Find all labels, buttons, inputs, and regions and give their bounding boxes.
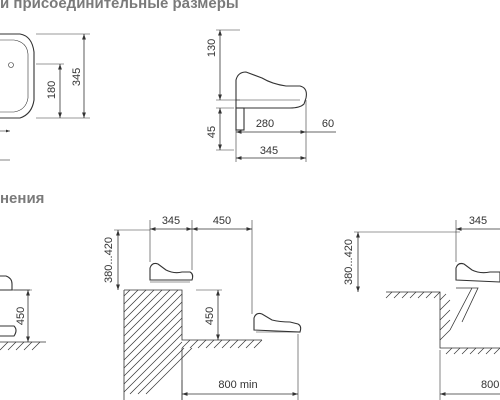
dimension-seat-label: 345	[469, 215, 487, 227]
section-heading-installation: нения	[0, 190, 45, 207]
dimension-range-label: 380...420	[343, 239, 355, 285]
dimension-depth-label: 345	[260, 145, 278, 157]
mounting-hole-icon	[8, 62, 14, 68]
install-middle	[114, 220, 302, 400]
dimension-height-label: 130	[206, 39, 218, 57]
section-heading-dimensions: и присоединительные размеры	[0, 0, 239, 12]
dimension-range-label: 380...420	[103, 237, 115, 283]
dimension-step-label: 450	[15, 307, 27, 325]
dimension-gap-label: 450	[213, 215, 231, 227]
dimension-height-label: 450	[204, 307, 216, 325]
dimension-spacing-label: 800	[481, 379, 499, 391]
dimension-seat-label: 280	[256, 118, 274, 130]
seat-lower	[253, 312, 302, 333]
support-bracket	[449, 287, 479, 331]
plan-view	[0, 33, 90, 161]
install-left	[0, 275, 46, 351]
dimension-center-label: 180	[46, 81, 58, 99]
dimension-spacing-label: 800 min	[218, 379, 257, 391]
seat-plan-outline	[0, 33, 35, 119]
wall-bracket	[235, 107, 245, 131]
seat-upper	[455, 262, 500, 283]
dimension-foot-label: 45	[206, 126, 218, 138]
side-view	[216, 29, 336, 162]
seat-lower	[0, 325, 17, 337]
dimension-seat-label: 345	[162, 215, 180, 227]
install-right	[354, 220, 500, 400]
dimension-rim-label: 60	[322, 118, 334, 130]
seat-upper	[149, 262, 194, 281]
seat-side-outline	[235, 71, 307, 109]
dimension-width-label: 345	[71, 68, 83, 86]
